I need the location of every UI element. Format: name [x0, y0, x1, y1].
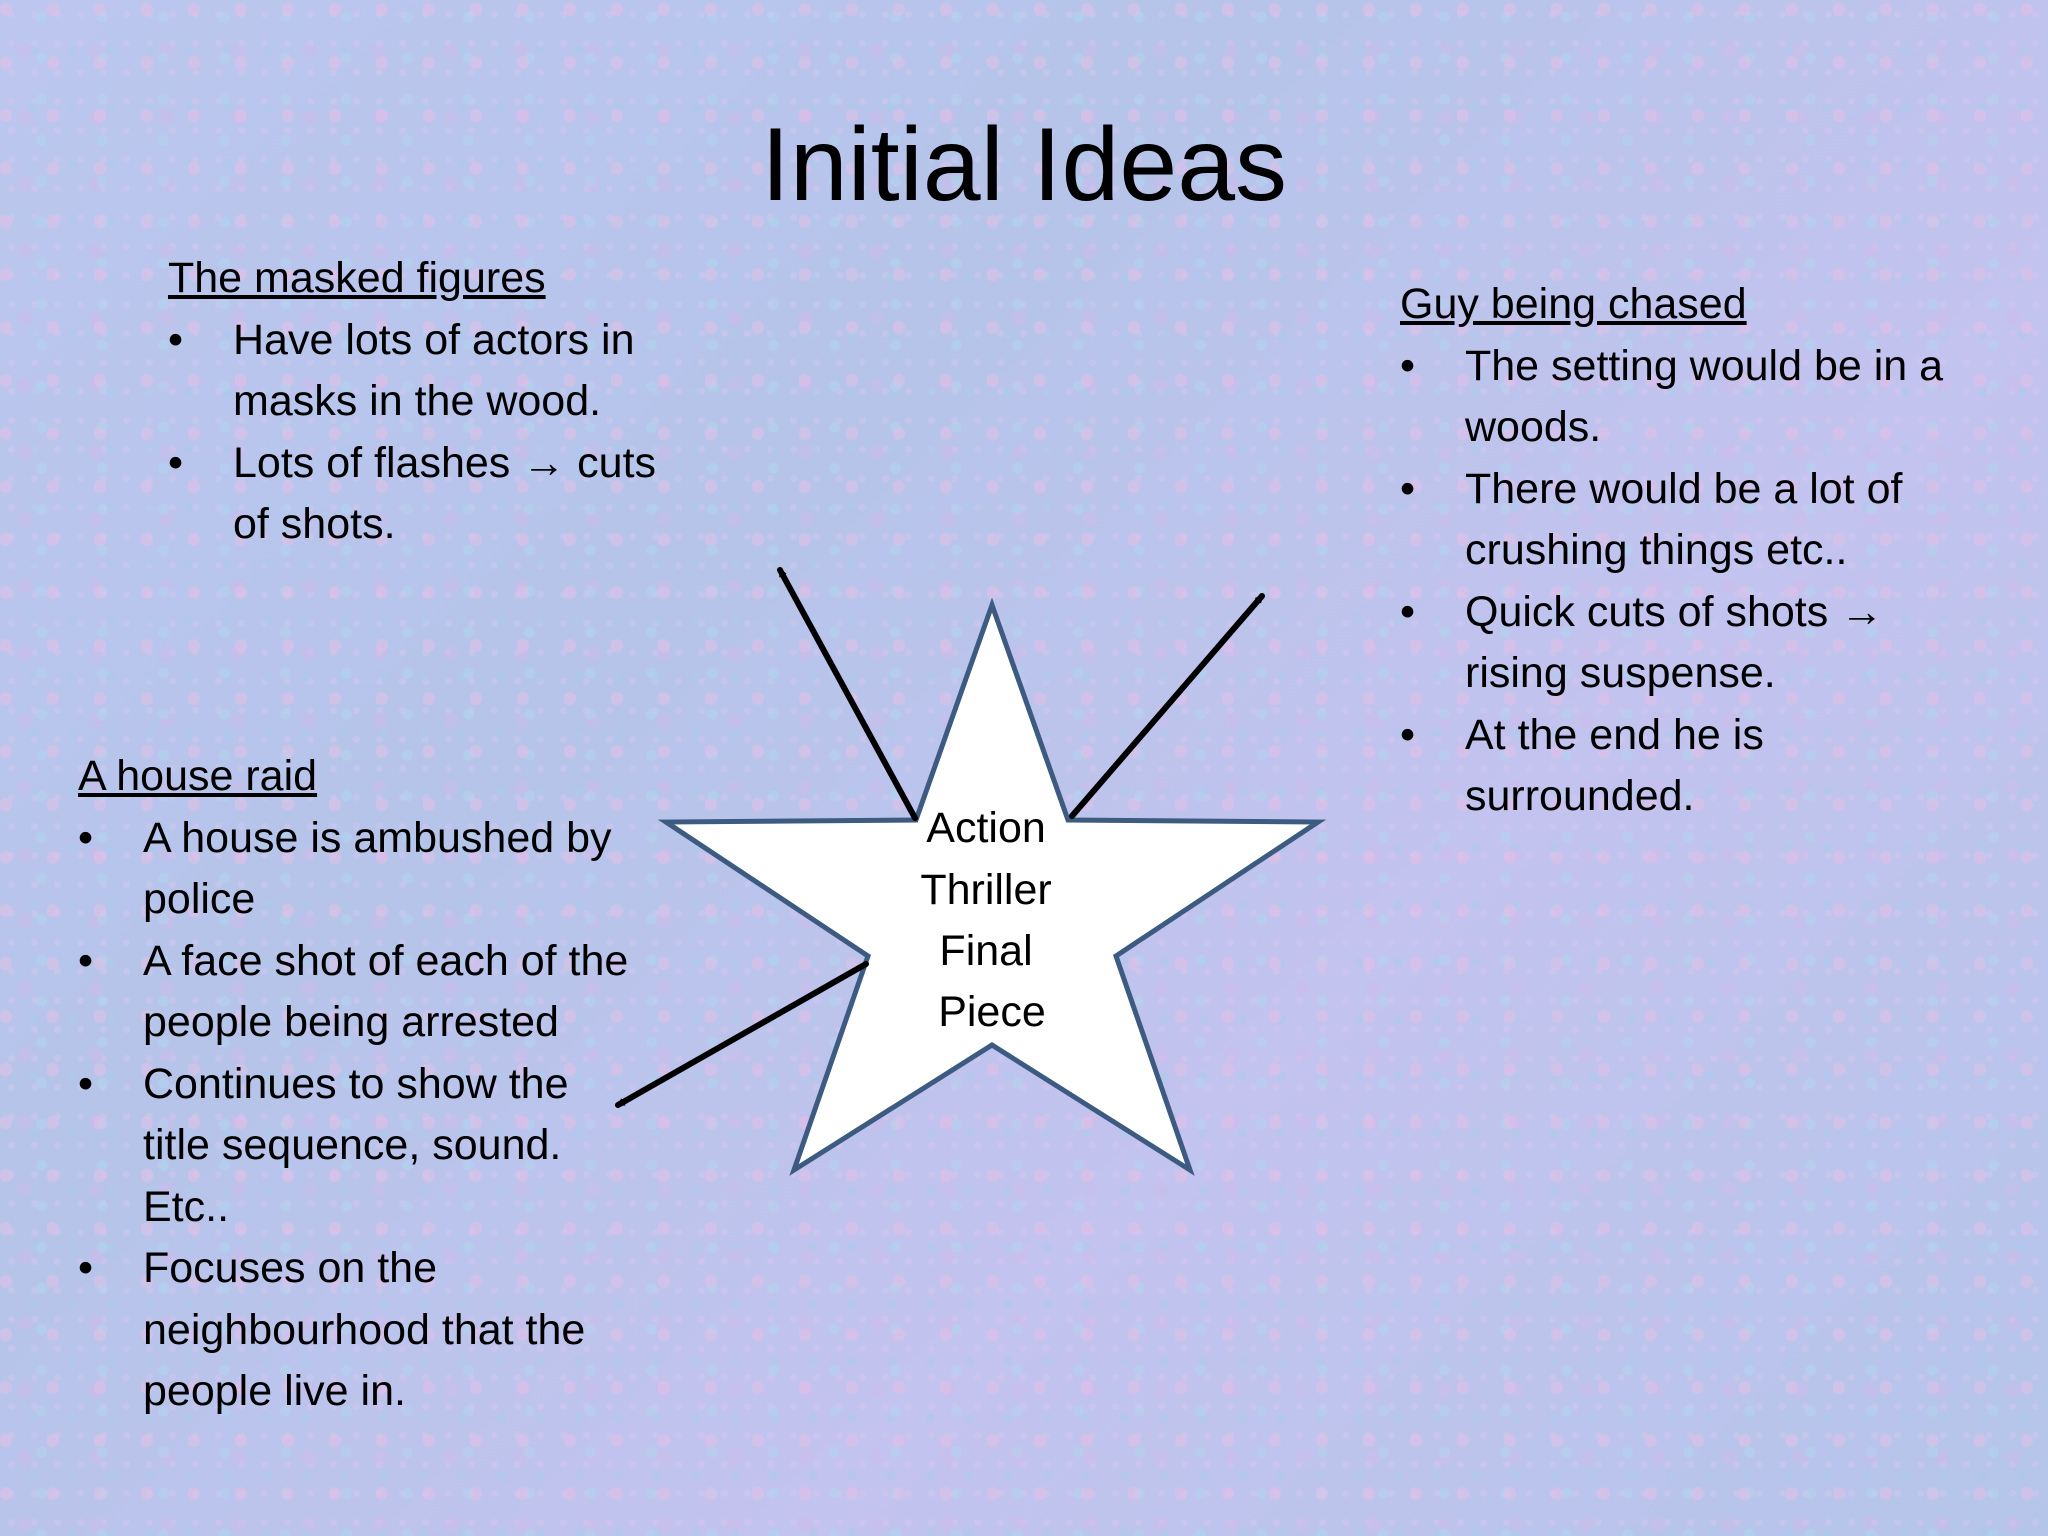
idea-heading: A house raid [78, 752, 318, 800]
center-label-line: Thriller [920, 866, 1051, 914]
bullet-text: At the end he is surrounded. [1465, 710, 1764, 821]
idea-bullet: • There would be a lot of crushing things… [1400, 459, 1980, 582]
bullet-icon: • [1400, 710, 1416, 759]
bullet-icon: • [78, 936, 94, 985]
idea-guy-being-chased: Guy being chased • The setting would be i… [1400, 274, 1980, 828]
idea-bullet: • Quick cuts of shots → rising suspense. [1400, 582, 1980, 705]
idea-bullet: • Lots of flashes → cuts of shots. [168, 433, 688, 556]
bullet-icon: • [78, 1059, 94, 1108]
bullet-icon: • [168, 315, 184, 364]
idea-bullet-list: • A house is ambushed by police • A face s… [78, 808, 638, 1423]
bullet-text: A face shot of each of the people being … [143, 936, 629, 1047]
center-star-shape [657, 597, 1327, 1176]
idea-heading: Guy being chased [1400, 280, 1747, 328]
idea-masked-figures: The masked figures • Have lots of actors … [168, 248, 688, 556]
idea-house-raid: A house raid • A house is ambushed by pol… [78, 746, 638, 1423]
idea-heading: The masked figures [168, 254, 546, 302]
center-label-line: Piece [938, 988, 1046, 1036]
center-label-line: Final [939, 927, 1032, 975]
bullet-icon: • [1400, 587, 1416, 636]
idea-bullet: • At the end he is surrounded. [1400, 705, 1980, 828]
bullet-icon: • [168, 438, 184, 487]
bullet-text: There would be a lot of crushing things … [1465, 464, 1903, 575]
idea-bullet: • Continues to show the title sequence, s… [78, 1054, 638, 1239]
bullet-text: Continues to show the title sequence, so… [143, 1059, 569, 1231]
slide-title: Initial Ideas [760, 107, 1288, 223]
center-label-line: Action [926, 804, 1046, 852]
bullet-icon: • [1400, 464, 1416, 513]
bullet-text: The setting would be in a woods. [1465, 341, 1944, 452]
bullet-text: A house is ambushed by police [143, 813, 612, 924]
center-label: Action Thriller Final Piece [920, 804, 1063, 1036]
idea-bullet: • A face shot of each of the people being… [78, 931, 638, 1054]
idea-bullet: • The setting would be in a woods. [1400, 336, 1980, 459]
bullet-text: Lots of flashes → cuts of shots. [233, 438, 657, 549]
idea-bullet: • Have lots of actors in masks in the woo… [168, 310, 688, 433]
bullet-text: Quick cuts of shots → rising suspense. [1465, 587, 1884, 698]
arrow-to-guy-being-chased [1069, 593, 1265, 819]
arrow-to-masked-figures [777, 567, 918, 821]
idea-bullet-list: • Have lots of actors in masks in the woo… [168, 310, 688, 556]
bullet-text: Have lots of actors in masks in the wood… [233, 315, 635, 426]
bullet-icon: • [1400, 341, 1416, 390]
arrow-to-house-raid [615, 961, 869, 1108]
idea-bullet: • Focuses on the neighbourhood that the p… [78, 1238, 638, 1423]
bullet-icon: • [78, 813, 94, 862]
bullet-text: Focuses on the neighbourhood that the pe… [143, 1244, 586, 1415]
idea-bullet-list: • The setting would be in a woods. • There… [1400, 336, 1980, 828]
idea-bullet: • A house is ambushed by police [78, 808, 638, 931]
bullet-icon: • [78, 1244, 94, 1292]
